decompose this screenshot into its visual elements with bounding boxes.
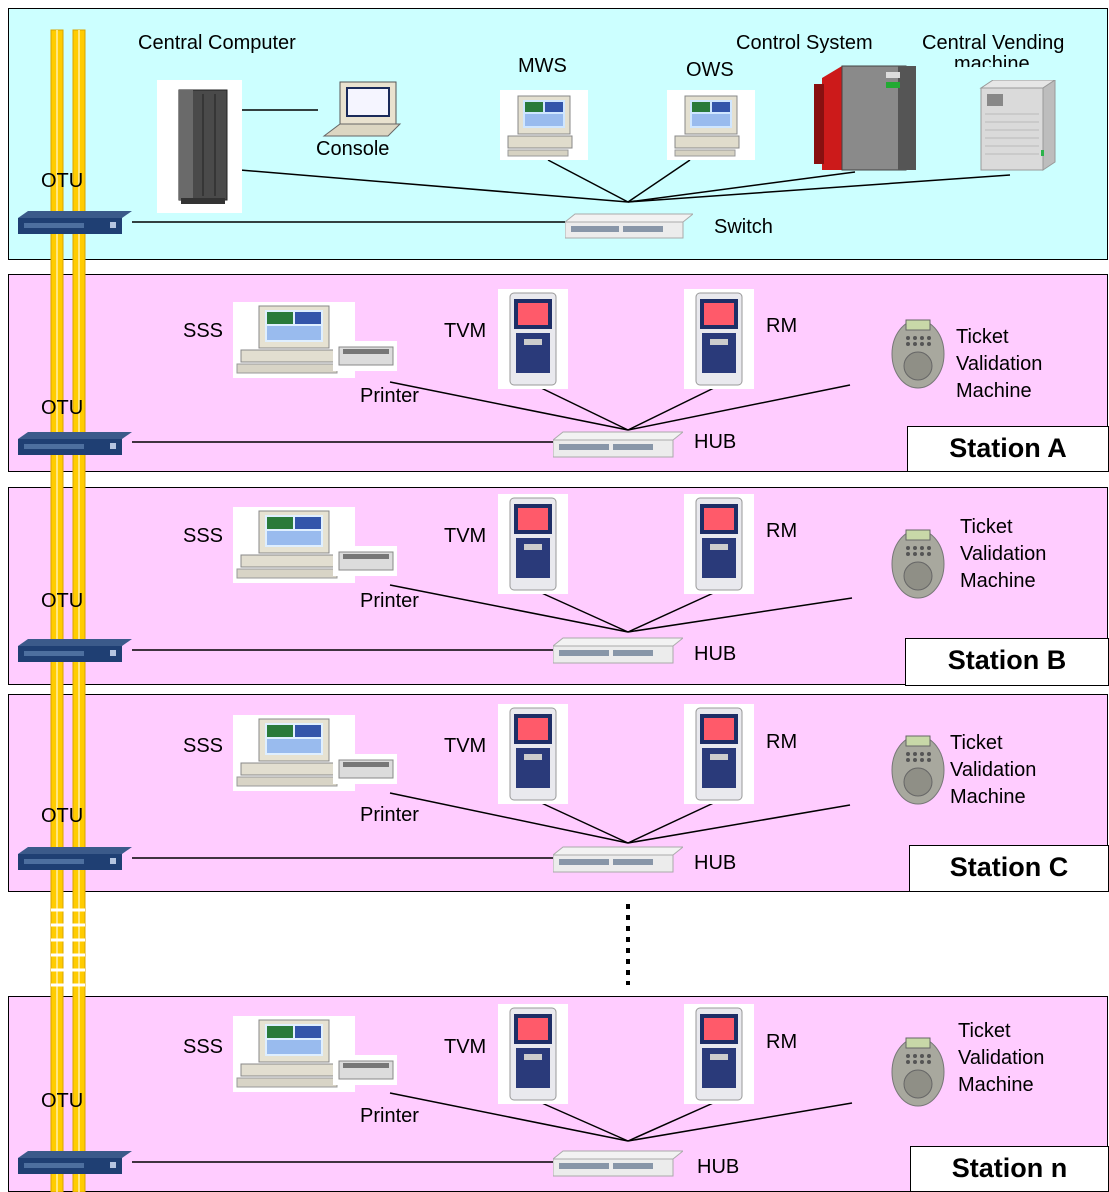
hub-icon (553, 431, 683, 458)
tvm-icon (498, 1004, 568, 1104)
station-name-a: Station A (907, 426, 1109, 472)
ticket-validation-machine-icon (891, 319, 945, 389)
station-name-n: Station n (910, 1146, 1109, 1192)
central-computer-icon (157, 80, 242, 213)
printer-label: Printer (360, 385, 419, 407)
rm-label: RM (766, 520, 798, 542)
otu-label: OTU (41, 590, 84, 612)
hub-label: HUB (697, 1156, 740, 1178)
hub-label: HUB (694, 852, 737, 874)
tvm-label: TVM (444, 735, 487, 757)
printer-label: Printer (360, 1105, 419, 1127)
printer-label: Printer (360, 804, 419, 826)
console-icon (322, 81, 402, 137)
printer-icon (333, 1055, 397, 1085)
ticket-validation-label: Ticket Validation Machine (950, 732, 1037, 808)
mws-label: MWS (518, 55, 567, 77)
printer-label: Printer (360, 590, 419, 612)
central-computer-label: Central Computer (138, 32, 296, 54)
hub-label: HUB (694, 431, 737, 453)
rm-label: RM (766, 1031, 798, 1053)
sss-label: SSS (183, 1036, 224, 1058)
tvm-label: TVM (444, 1036, 487, 1058)
rm-label: RM (766, 731, 798, 753)
control-system-label: Control System (736, 32, 873, 54)
rm-icon (684, 1004, 754, 1104)
otu-icon-station-n (18, 1151, 132, 1174)
rm-label: RM (766, 315, 798, 337)
printer-icon (333, 341, 397, 371)
otu-icon-central (18, 211, 132, 234)
ticket-validation-machine-icon (891, 1037, 945, 1107)
rm-icon (684, 289, 754, 389)
ticket-validation-label: Ticket Validation Machine (956, 326, 1043, 402)
rm-icon (684, 704, 754, 804)
switch-label: Switch (714, 216, 773, 238)
control-system-icon (814, 65, 916, 171)
tvm-icon (498, 494, 568, 594)
sss-workstation-icon (233, 302, 355, 378)
otu-label: OTU (41, 397, 84, 419)
hub-icon (553, 846, 683, 873)
tvm-icon (498, 289, 568, 389)
otu-icon-station-b (18, 639, 132, 662)
ows-label: OWS (686, 59, 734, 81)
ticket-validation-machine-icon (891, 735, 945, 805)
tvm-label: TVM (444, 320, 487, 342)
sss-label: SSS (183, 735, 224, 757)
hub-icon (553, 1150, 683, 1177)
tvm-label: TVM (444, 525, 487, 547)
rm-icon (684, 494, 754, 594)
otu-label: OTU (41, 805, 84, 827)
sss-workstation-icon (233, 715, 355, 791)
hub-icon (553, 637, 683, 664)
ows-workstation-icon (667, 90, 755, 160)
ticket-validation-machine-icon (891, 529, 945, 599)
sss-label: SSS (183, 320, 224, 342)
otu-label: OTU (41, 1090, 84, 1112)
central-vending-machine-icon (979, 80, 1056, 171)
otu-label: OTU (41, 170, 84, 192)
console-label: Console (316, 138, 390, 160)
sss-label: SSS (183, 525, 224, 547)
ticket-validation-label: Ticket Validation Machine (958, 1020, 1045, 1096)
printer-icon (333, 754, 397, 784)
switch-icon (565, 213, 693, 239)
station-name-b: Station B (905, 638, 1109, 686)
central-vending-label: Central Vending (922, 32, 1065, 54)
ticket-validation-label: Ticket Validation Machine (960, 516, 1047, 592)
otu-icon-station-c (18, 847, 132, 870)
mws-workstation-icon (500, 90, 588, 160)
printer-icon (333, 546, 397, 576)
central-vending-label-2: machine (954, 54, 1030, 67)
hub-label: HUB (694, 643, 737, 665)
tvm-icon (498, 704, 568, 804)
otu-icon-station-a (18, 432, 132, 455)
station-name-c: Station C (909, 845, 1109, 892)
sss-workstation-icon (233, 1016, 355, 1092)
